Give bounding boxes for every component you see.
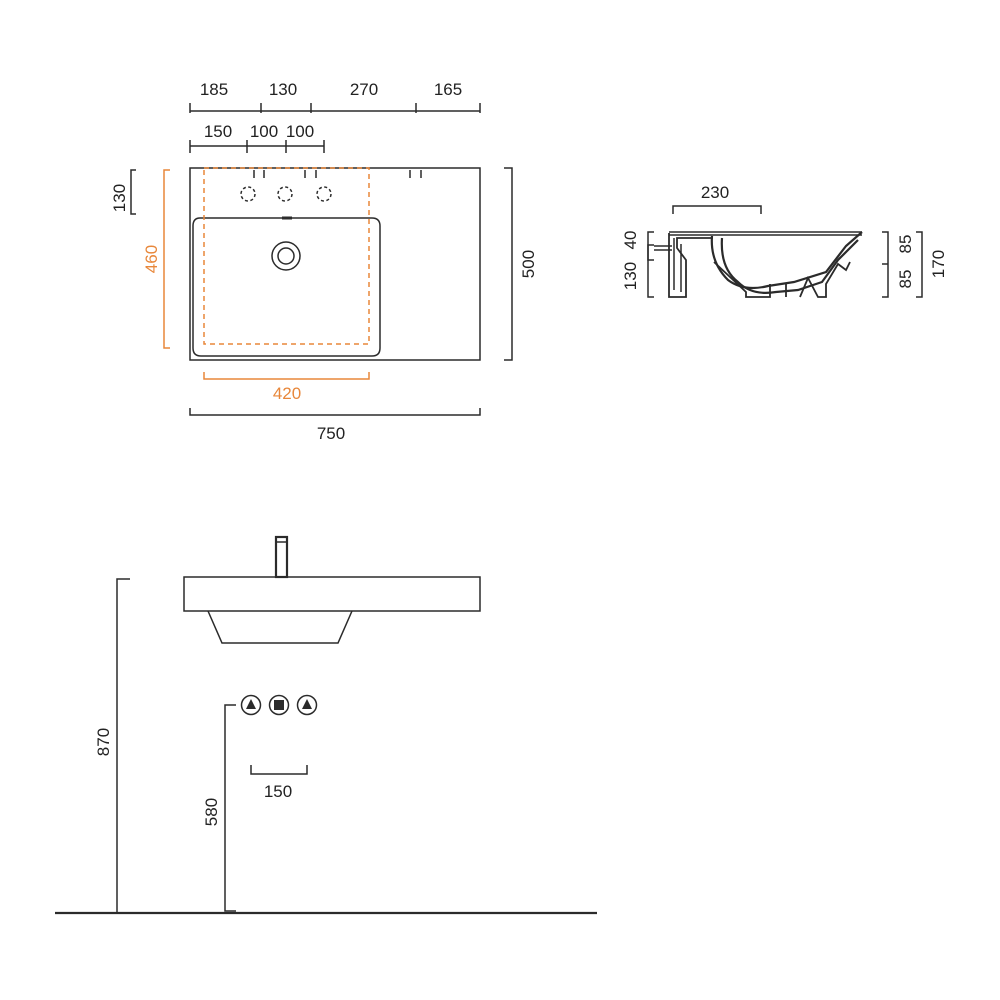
dim-mount-height-870: 870 (94, 728, 113, 756)
dim-row2-100a: 100 (250, 122, 278, 141)
section-right-dimension-85b (882, 264, 889, 298)
right-dimension-line (504, 167, 513, 361)
hot-supply-icon (240, 694, 262, 716)
drain-connection-icon (268, 694, 290, 716)
dim-section-230: 230 (701, 183, 729, 202)
dim-top-185: 185 (200, 80, 228, 99)
width-dimension-line (203, 372, 370, 380)
dim-total-width-750: 750 (317, 424, 345, 443)
section-top-dimension-line (672, 205, 762, 214)
second-dimension-line (189, 140, 325, 153)
basin-front-slab (183, 576, 481, 612)
mount-height-dimension-line (116, 578, 130, 913)
top-dimension-line (189, 103, 481, 113)
drain-icon (271, 241, 301, 271)
dim-section-170: 170 (929, 250, 948, 278)
total-width-dimension-line (189, 408, 481, 416)
cold-supply-icon (296, 694, 318, 716)
dim-supply-height-580: 580 (202, 798, 221, 826)
basin-inner-dashed (203, 167, 370, 345)
dim-supply-spacing-150: 150 (264, 782, 292, 801)
back-edge-marks (253, 170, 422, 178)
depth-dimension-line (163, 169, 170, 349)
front-elevation (55, 535, 597, 915)
dim-section-40: 40 (621, 231, 640, 250)
dim-basin-depth-460: 460 (142, 245, 161, 273)
tap-hole-center-icon (277, 186, 293, 202)
dim-top-165: 165 (434, 80, 462, 99)
dim-right-500: 500 (519, 250, 538, 278)
basin-outline (189, 167, 481, 361)
tap-hole-left-icon (240, 186, 256, 202)
section-left-dimension-40 (647, 231, 654, 261)
dim-basin-width-420: 420 (273, 384, 301, 403)
section-total-dimension (916, 231, 923, 298)
side-section (647, 205, 923, 298)
supply-connections (240, 694, 318, 716)
section-bowl-profile (710, 231, 863, 290)
section-back-wall (668, 233, 713, 298)
dim-row2-150: 150 (204, 122, 232, 141)
section-left-dimension-130 (647, 244, 654, 298)
bowl-outline (192, 217, 381, 357)
supply-spacing-dimension-line (250, 765, 308, 775)
left-dimension-line (130, 169, 136, 215)
top-view (130, 103, 513, 416)
dim-top-270: 270 (350, 80, 378, 99)
dim-section-85-top: 85 (896, 235, 915, 254)
basin-front-bowl (207, 610, 353, 644)
dim-left-130: 130 (110, 184, 129, 212)
dim-section-130: 130 (621, 262, 640, 290)
section-right-dimension-85a (882, 231, 889, 264)
tap-hole-right-icon (316, 186, 332, 202)
faucet-icon (274, 535, 289, 579)
dim-row2-100b: 100 (286, 122, 314, 141)
dim-top-130: 130 (269, 80, 297, 99)
dim-section-85-bottom: 85 (896, 270, 915, 289)
supply-height-dimension-line (224, 704, 236, 912)
